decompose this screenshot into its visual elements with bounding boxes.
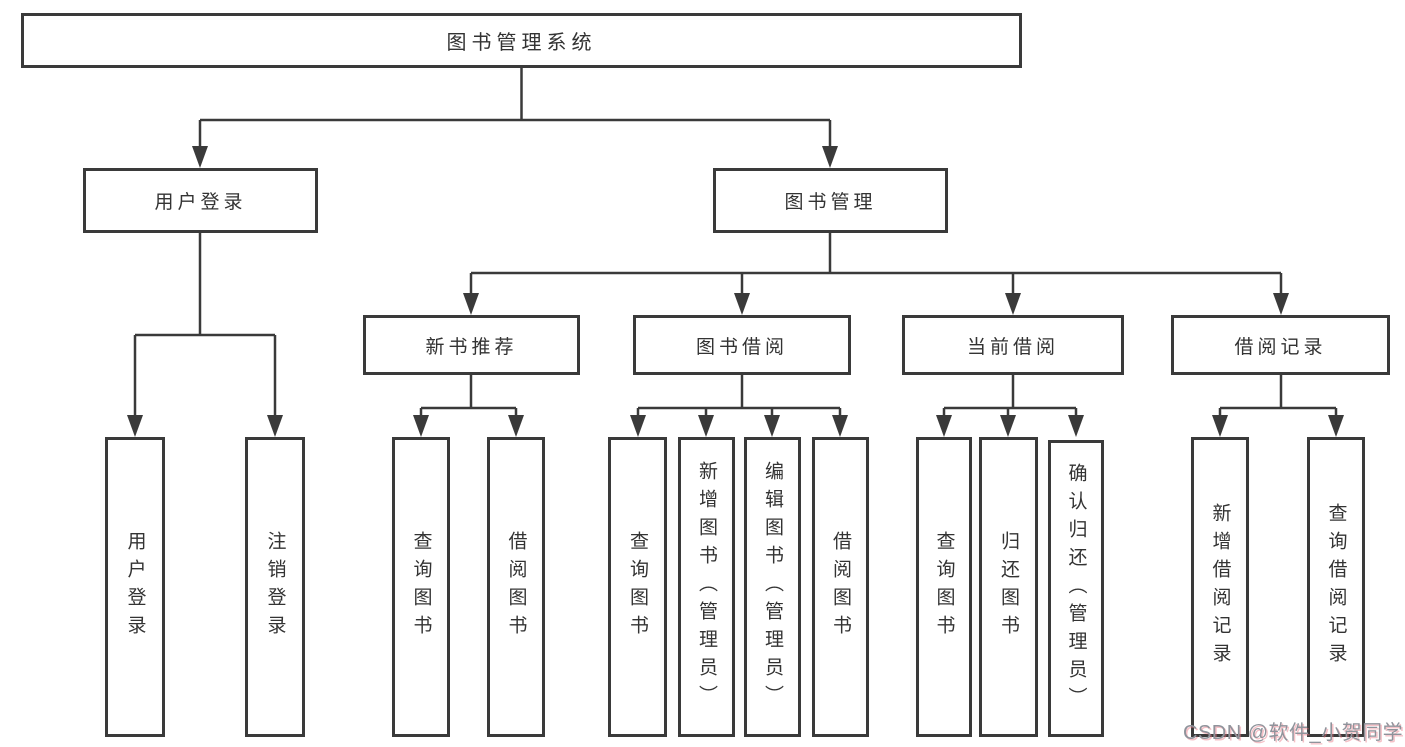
leaf-records-query-borrow-record: 查询借阅记录	[1307, 437, 1365, 737]
leaf-records-add-borrow-record: 新增借阅记录	[1191, 437, 1249, 737]
leaf-borrowing-edit-books-admin: 编辑图书（管理员）	[744, 437, 801, 737]
node-root-library-management-system: 图书管理系统	[21, 13, 1022, 68]
node-borrowing-records: 借阅记录	[1171, 315, 1390, 375]
leaf-borrowing-query-books: 查询图书	[608, 437, 667, 737]
leaf-current-return-books: 归还图书	[979, 437, 1038, 737]
leaf-borrowing-add-books-admin: 新增图书（管理员）	[678, 437, 735, 737]
node-book-management: 图书管理	[713, 168, 948, 233]
node-current-borrowing: 当前借阅	[902, 315, 1124, 375]
leaf-recommend-query-books: 查询图书	[392, 437, 450, 737]
node-book-borrowing: 图书借阅	[633, 315, 851, 375]
node-user-login: 用户登录	[83, 168, 318, 233]
leaf-current-confirm-return-admin: 确认归还（管理员）	[1048, 440, 1104, 737]
leaf-recommend-borrow-books: 借阅图书	[487, 437, 545, 737]
node-new-book-recommend: 新书推荐	[363, 315, 580, 375]
leaf-user-login: 用户登录	[105, 437, 165, 737]
csdn-watermark: CSDN @软件_小贺同学	[1183, 722, 1404, 744]
leaf-current-query-books: 查询图书	[916, 437, 972, 737]
leaf-logout: 注销登录	[245, 437, 305, 737]
leaf-borrowing-borrow-books: 借阅图书	[812, 437, 869, 737]
